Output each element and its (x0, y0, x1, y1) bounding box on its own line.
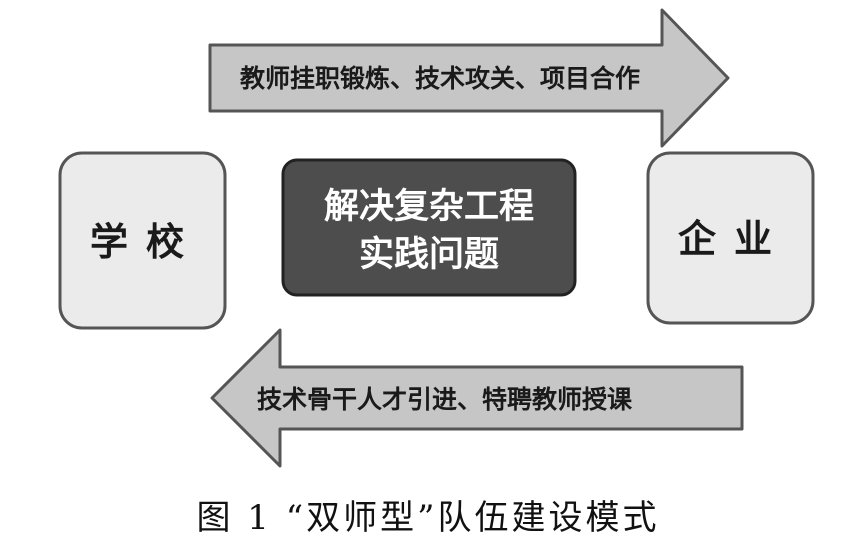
enterprise-label: 企业 (678, 217, 790, 261)
center-label-line2: 实践问题 (359, 235, 499, 275)
top-arrow (208, 8, 730, 148)
bottom-arrow (210, 328, 744, 468)
bottom-arrow-label: 技术骨干人才引进、特聘教师授课 (257, 385, 633, 414)
center-box (281, 158, 577, 297)
center-label-line1: 解决复杂工程 (324, 187, 534, 227)
school-box (58, 151, 227, 330)
top-arrow-label: 教师挂职锻炼、技术攻关、项目合作 (240, 64, 640, 93)
team-building-diagram: 教师挂职锻炼、技术攻关、项目合作 学校 解决复杂工程 实践问题 企业 技术骨干人… (58, 8, 815, 468)
enterprise-box (646, 151, 815, 325)
school-label: 学校 (90, 220, 202, 264)
figure-caption: 图 1 “双师型”队伍建设模式 (196, 498, 660, 538)
